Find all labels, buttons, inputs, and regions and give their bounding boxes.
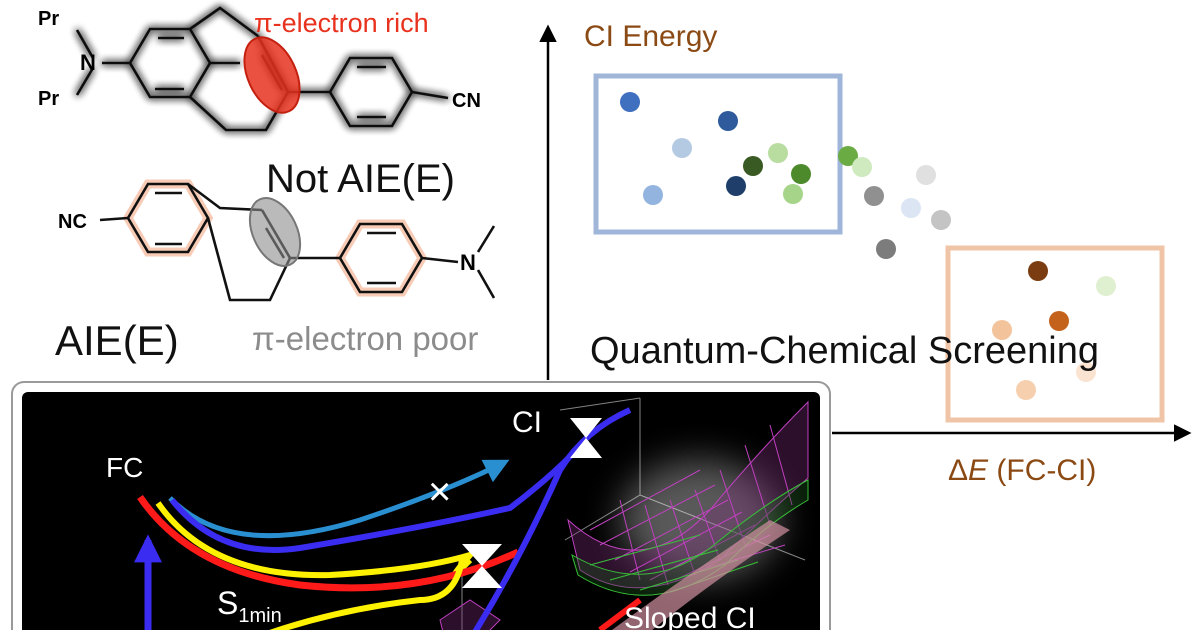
candidate-dot [838,146,858,166]
ci-hourglass-bottom [462,544,502,588]
screening-title: Quantum-Chemical Screening [590,330,1099,372]
forbidden-cross: × [428,470,451,514]
s1min-label-sub: 1min [238,605,281,627]
candidate-dot [791,164,811,184]
candidate-dot [1096,276,1116,296]
candidate-dot [768,143,788,163]
aie-caption: AIE(E) [55,317,179,364]
amine-n-label: N [80,50,96,75]
low-delta-e-box [945,245,1165,423]
panel-background [22,392,820,630]
candidate-dot [726,176,746,196]
candidate-dot [931,210,951,230]
candidate-dot [852,157,872,177]
pi-poor-highlight [248,197,302,267]
y-axis-label: CI Energy [584,20,717,53]
molecule-not-aie: Pr N Pr CN π-electron rich Not AIE(E) [38,6,481,201]
candidate-dot [1049,311,1069,331]
red-trajectory-end [598,597,642,630]
candidate-dot [672,138,692,158]
yellow-trajectory-lower [269,559,465,630]
candidate-dot [1016,380,1036,400]
fc-label: FC [106,452,143,483]
molecule-aie: NC N AIE(E) π-electron poor [55,179,496,364]
candidate-dots [620,92,1116,400]
pr-label-lower: Pr [38,88,59,110]
pi-electron-rich-label: π-electron rich [254,8,429,38]
sloped-ci-band [612,520,790,630]
x-axis-label-e: E [968,454,989,487]
candidate-dot [1076,362,1096,382]
screening-plot: CI Energy ΔE (FC-CI) [539,20,1192,487]
candidate-dot [901,198,921,218]
pr-label-upper: Pr [38,8,59,30]
s1min-label-s: S [217,585,238,621]
cn-label: CN [452,90,481,112]
energy-landscape-panel: FC CI × S1min Sloped CI [11,381,831,630]
ci-label: CI [512,406,542,439]
candidate-dot [992,320,1012,340]
blue-trajectory-upper [169,438,588,553]
amine-n-label-aie: N [460,250,476,275]
pi-rich-highlight [243,36,301,114]
x-axis-label: ΔE (FC-CI) [948,454,1096,487]
magenta-mesh-surface [439,400,809,630]
candidate-dot [718,111,738,131]
s1min-label: S1min [217,585,282,627]
blue-trajectory-lower [472,407,632,630]
teal-trajectory [168,459,510,539]
ci-hourglass-top [570,418,602,458]
candidate-dot [643,185,663,205]
candidate-dot [620,92,640,112]
pi-electron-poor-label: π-electron poor [252,320,478,357]
x-axis-label-rest: (FC-CI) [988,454,1096,487]
candidate-dot [876,239,896,259]
nc-label: NC [58,211,87,233]
candidate-dot [783,184,803,204]
not-aie-caption: Not AIE(E) [266,157,455,201]
candidate-dot [1028,261,1048,281]
candidate-dot [916,165,936,185]
candidate-dot [743,156,763,176]
x-axis-label-delta: Δ [948,454,968,487]
sloped-ci-label: Sloped CI [624,602,756,630]
candidate-dot [864,186,884,206]
